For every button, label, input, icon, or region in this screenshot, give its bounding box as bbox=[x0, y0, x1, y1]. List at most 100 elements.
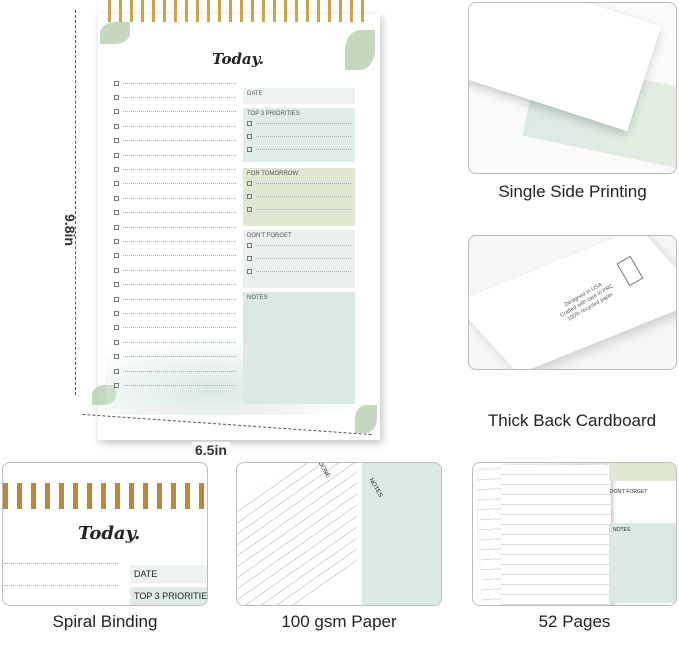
dotted-line bbox=[256, 136, 351, 137]
dotted-line bbox=[123, 82, 236, 84]
lined-paper bbox=[237, 463, 357, 605]
checkbox-line bbox=[114, 321, 236, 335]
closeup-title: Today. bbox=[78, 523, 141, 544]
dotted-line bbox=[256, 245, 351, 246]
dotted-line bbox=[256, 196, 351, 197]
checkbox bbox=[114, 382, 119, 388]
single-side-printing-image bbox=[468, 2, 677, 174]
checkbox bbox=[114, 167, 119, 173]
checkbox bbox=[114, 310, 119, 316]
dotted-line bbox=[123, 212, 236, 214]
dotted-line bbox=[123, 226, 236, 228]
checkbox bbox=[247, 269, 252, 274]
dont-forget-section: DON'T FORGET bbox=[243, 230, 355, 288]
dotted-line bbox=[123, 183, 236, 185]
dotted-line bbox=[123, 370, 236, 372]
dotted-line bbox=[256, 149, 351, 150]
checkbox bbox=[114, 224, 119, 230]
checkbox bbox=[247, 207, 252, 212]
notepad-title: Today. bbox=[212, 50, 264, 68]
checkbox-line bbox=[114, 162, 236, 176]
spiral-binding bbox=[108, 0, 370, 22]
checkbox bbox=[114, 296, 119, 302]
notes-label: NOTES bbox=[609, 523, 676, 603]
checkbox-line bbox=[114, 105, 236, 119]
pages-image: DON'T FORGET NOTES bbox=[472, 462, 677, 606]
dont-forget-label: DON'T FORGET bbox=[610, 489, 648, 495]
dotted-line bbox=[123, 356, 236, 358]
checkbox-line bbox=[114, 119, 236, 133]
checkbox-line bbox=[247, 265, 351, 278]
checkbox bbox=[114, 282, 119, 288]
date-box: DATE bbox=[130, 565, 207, 583]
checkbox-line bbox=[247, 117, 351, 130]
checkbox bbox=[247, 181, 252, 186]
checkbox-line bbox=[114, 292, 236, 306]
checkbox-line bbox=[114, 191, 236, 205]
checkbox-line bbox=[114, 263, 236, 277]
checkbox-line bbox=[114, 90, 236, 104]
leaf-decoration bbox=[100, 22, 130, 44]
checkbox bbox=[247, 256, 252, 261]
section-label: DON'T FORGET bbox=[247, 233, 292, 239]
dotted-line bbox=[123, 97, 236, 99]
dotted-line bbox=[256, 123, 351, 124]
section-label: TOP 3 PRIORITIES bbox=[247, 111, 300, 117]
checkbox-line bbox=[114, 364, 236, 378]
dotted-line bbox=[256, 209, 351, 210]
section-label: FOR TOMORROW bbox=[247, 171, 299, 177]
checkbox-line bbox=[114, 277, 236, 291]
checkbox-line bbox=[114, 378, 236, 392]
dotted-line bbox=[123, 255, 236, 257]
checkbox-line bbox=[247, 203, 351, 216]
dotted-line bbox=[123, 111, 236, 113]
spiral-rings bbox=[3, 483, 207, 509]
priorities-box: TOP 3 PRIORITIE bbox=[130, 587, 207, 605]
checkbox bbox=[114, 138, 119, 144]
checkbox-line bbox=[247, 239, 351, 252]
dotted-line bbox=[256, 271, 351, 272]
cardboard-image: Designed in USA Crafted with care in PRC… bbox=[468, 235, 677, 370]
dotted-line bbox=[123, 327, 236, 329]
dotted-line bbox=[123, 197, 236, 199]
checkbox-line bbox=[247, 130, 351, 143]
checkbox bbox=[247, 194, 252, 199]
checkbox bbox=[114, 80, 119, 86]
dotted-line bbox=[123, 240, 236, 242]
checkbox bbox=[247, 121, 252, 126]
checkbox bbox=[247, 147, 252, 152]
dotted-line bbox=[123, 154, 236, 156]
tomorrow-area bbox=[609, 463, 676, 481]
feature-caption: Spiral Binding bbox=[52, 612, 158, 631]
checkbox-line bbox=[114, 220, 236, 234]
checkbox bbox=[114, 109, 119, 115]
checkbox bbox=[114, 368, 119, 374]
checkbox bbox=[114, 123, 119, 129]
dotted-line bbox=[123, 298, 236, 300]
checkbox bbox=[114, 325, 119, 331]
dotted-line bbox=[3, 585, 118, 586]
section-label: NOTES bbox=[247, 295, 268, 301]
dotted-line bbox=[123, 140, 236, 142]
dotted-line bbox=[256, 258, 351, 259]
checkbox-line bbox=[114, 148, 236, 162]
feature-caption: 100 gsm Paper bbox=[281, 612, 397, 631]
feature-caption: 52 Pages bbox=[538, 612, 611, 631]
checkbox bbox=[114, 195, 119, 201]
paper-image: DONE NOTES bbox=[236, 462, 442, 606]
dotted-line bbox=[123, 384, 236, 386]
notes-area bbox=[362, 463, 441, 605]
leaf-decoration bbox=[345, 30, 375, 70]
checkbox-line bbox=[114, 306, 236, 320]
dotted-line bbox=[256, 183, 351, 184]
dotted-line bbox=[123, 284, 236, 286]
checkbox-line bbox=[247, 190, 351, 203]
checkbox bbox=[247, 243, 252, 248]
width-label: 6.5in bbox=[192, 442, 230, 458]
checkbox bbox=[114, 267, 119, 273]
notes-section: NOTES bbox=[243, 292, 355, 404]
height-label: 9.8in bbox=[61, 214, 78, 246]
height-dimension-line bbox=[75, 10, 76, 395]
checkbox bbox=[247, 134, 252, 139]
checkbox bbox=[114, 181, 119, 187]
